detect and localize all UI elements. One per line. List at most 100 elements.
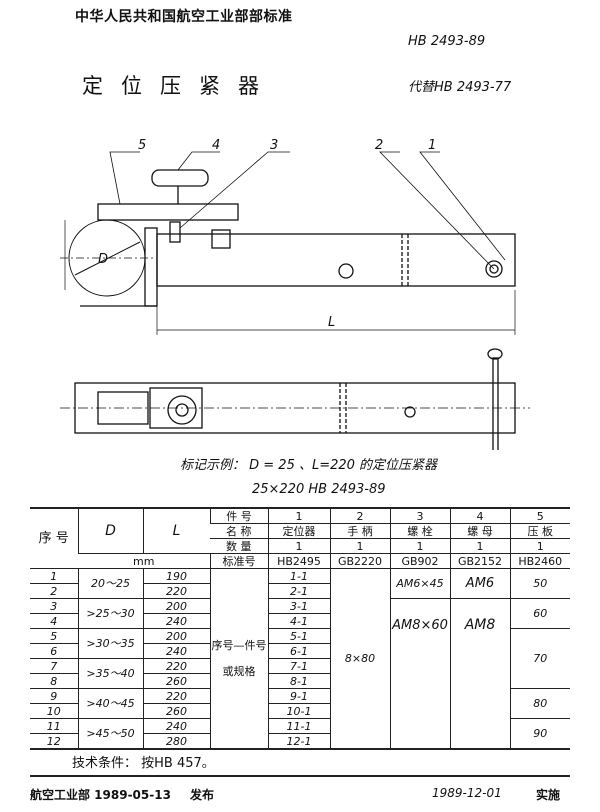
part5-cell: 90 [509,718,570,750]
row-label: 数 量 [210,538,268,554]
row-label: 名 称 [210,523,268,539]
d-cell: >35～40 [77,658,143,689]
dimension-D: D [98,252,108,267]
seq-cell: 9 [30,688,78,704]
seq-cell: 2 [30,583,78,599]
part-name: 压 板 [509,523,570,539]
marking-example-code: 25×220 HB 2493-89 [252,482,386,497]
part-qty: 1 [267,538,330,554]
part1-cell: 6-1 [267,643,330,659]
part1-cell: 1-1 [267,568,330,584]
part1-cell: 5-1 [267,628,330,644]
part1-cell: 9-1 [267,688,330,704]
callout-3: 3 [270,138,278,153]
table-row: 8 260 8-1 [30,673,570,689]
part1-cell: 12-1 [267,733,330,750]
issue-date: 航空工业部 1989-05-13 [30,788,171,802]
part5-cell: 60 [509,598,570,629]
dimension-L: L [328,315,335,330]
seq-cell: 6 [30,643,78,659]
d-header: D [77,508,143,554]
part1-cell: 4-1 [267,613,330,629]
part-qty: 1 [329,538,390,554]
l-cell: 240 [142,643,210,659]
d-cell: >25～30 [77,598,143,629]
row-label: 件 号 [209,508,268,524]
part-name: 螺 母 [449,523,510,539]
issued-label: 发布 [190,788,215,802]
callout-5: 5 [138,138,146,153]
part-no: 4 [449,508,510,524]
l-cell: 240 [142,613,210,629]
row-label: 标准号 [209,553,268,569]
seq-header: 序 号 [30,508,78,569]
part3-cell: AM6×45 [389,568,450,599]
header-row: 名 称定位器手 柄螺 栓螺 母压 板 [30,523,570,539]
front-view [60,151,516,335]
part-name: 手 柄 [329,523,390,539]
part1-cell: 7-1 [267,658,330,674]
marking-example-label: 标记示例： D = 25 、L=220 的定位压紧器 [180,458,438,473]
l-header: L [142,508,210,554]
footer-divider [30,775,570,777]
l-cell: 190 [142,568,210,584]
l-cell: 220 [142,583,210,599]
d-cell: >30～35 [77,628,143,659]
l-cell: 260 [142,703,210,719]
part1-cell: 11-1 [267,718,330,734]
seq-cell: 7 [30,658,78,674]
part5-cell: 80 [509,688,570,719]
callout-1: 1 [428,138,436,153]
part-std: GB902 [389,553,450,569]
part-std: HB2460 [509,553,570,569]
part-qty: 1 [509,538,570,554]
l-cell: 220 [142,688,210,704]
part-qty: 1 [389,538,450,554]
l-cell: 220 [142,658,210,674]
seq-cell: 4 [30,613,78,629]
replaces-standard: 代替HB 2493-77 [408,80,512,95]
seq-cell: 8 [30,673,78,689]
d-cell: >40～45 [77,688,143,719]
issuing-organization: 中华人民共和国航空工业部部标准 [75,9,293,25]
seq-cell: 1 [30,568,78,584]
d-cell: >45～50 [77,718,143,750]
table-row: 6 240 6-1 [30,643,570,659]
seq-cell: 3 [30,598,78,614]
part-std: GB2152 [449,553,510,569]
document-title: 定位压紧器 [82,74,277,98]
part5-cell: 50 [509,568,570,599]
part-no: 2 [329,508,390,524]
part1-cell: 10-1 [267,703,330,719]
part-no: 3 [389,508,450,524]
l-cell: 200 [142,598,210,614]
part4-cell: AM8 [449,598,510,750]
seq-note-cell: 序号—件号 或规格 [209,568,268,750]
part1-cell: 8-1 [267,673,330,689]
part-name: 螺 栓 [389,523,450,539]
part-std: HB2495 [267,553,330,569]
technical-drawing: 5 4 3 2 1 D L [60,138,530,450]
part5-cell: 70 [509,628,570,689]
part2-cell: 8×80 [329,568,390,750]
effective-label: 实施 [536,788,561,802]
seq-cell: 11 [30,718,78,734]
part-name: 定位器 [267,523,330,539]
callout-2: 2 [375,138,383,153]
seq-cell: 5 [30,628,78,644]
part4-cell: AM6 [449,568,510,599]
part-no: 5 [509,508,570,524]
seq-cell: 10 [30,703,78,719]
l-cell: 200 [142,628,210,644]
l-cell: 260 [142,673,210,689]
